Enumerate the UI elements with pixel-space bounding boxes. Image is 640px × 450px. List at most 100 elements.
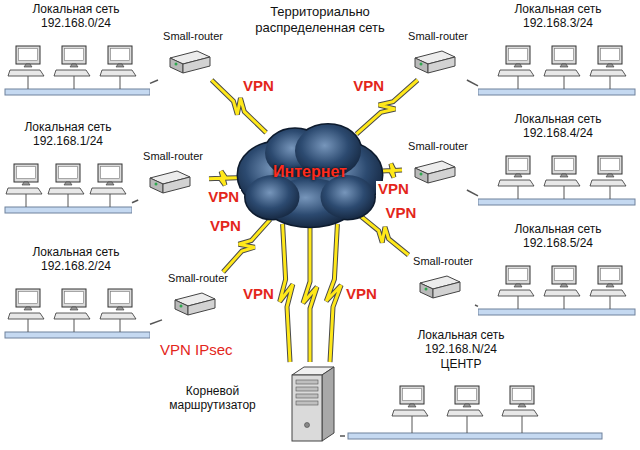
small-router: Small-router bbox=[402, 30, 474, 80]
vpn-link-outline bbox=[383, 164, 402, 178]
monitor-stand bbox=[518, 404, 526, 407]
server-icon bbox=[282, 365, 338, 445]
network-cable bbox=[564, 186, 565, 199]
screen bbox=[555, 49, 574, 61]
screen bbox=[555, 159, 574, 171]
monitor bbox=[62, 289, 86, 307]
keyboard bbox=[544, 290, 580, 296]
monitor-stand bbox=[514, 64, 522, 67]
keyboard bbox=[447, 410, 483, 416]
monitor-stand bbox=[560, 284, 568, 287]
keyboard bbox=[498, 290, 534, 296]
keyboard bbox=[6, 188, 42, 194]
server-side bbox=[322, 367, 334, 441]
router-led bbox=[425, 288, 428, 291]
router-front bbox=[420, 283, 433, 298]
vpn-link-outline bbox=[326, 224, 341, 362]
local-network: Локальная сеть 192.168.2/24 bbox=[2, 245, 150, 345]
vpn-link bbox=[303, 228, 317, 362]
lan-link bbox=[475, 305, 478, 306]
router-led bbox=[155, 183, 158, 186]
monitor-stand bbox=[606, 284, 614, 287]
screen bbox=[65, 49, 84, 61]
network-cable bbox=[610, 186, 611, 199]
monitor bbox=[598, 46, 622, 64]
router-side bbox=[183, 57, 210, 73]
keyboard bbox=[392, 410, 428, 416]
network-cable bbox=[518, 296, 519, 309]
network-cable bbox=[74, 319, 75, 332]
drive-bay bbox=[296, 380, 318, 384]
vpn-link bbox=[383, 164, 402, 178]
monitor-stand bbox=[116, 64, 124, 67]
local-network: Локальная сеть 192.168.1/24 bbox=[2, 120, 132, 220]
keyboard bbox=[590, 290, 626, 296]
network-bus bbox=[5, 89, 150, 95]
network-cable bbox=[522, 416, 523, 433]
local-network: Локальная сеть 192.168.N/24 ЦЕНТР bbox=[345, 328, 605, 448]
monitor bbox=[108, 289, 132, 307]
screen bbox=[19, 292, 38, 304]
lan-link bbox=[132, 200, 138, 203]
network-cable bbox=[28, 76, 29, 89]
screen bbox=[111, 292, 130, 304]
monitor-stand bbox=[606, 64, 614, 67]
screen bbox=[65, 292, 84, 304]
screen bbox=[509, 159, 528, 171]
monitor-stand bbox=[70, 307, 78, 310]
router-side bbox=[428, 57, 455, 73]
network-cable bbox=[26, 194, 27, 207]
vpn-link bbox=[209, 171, 237, 185]
screen bbox=[458, 389, 477, 401]
network-cable bbox=[564, 76, 565, 89]
router-front bbox=[415, 168, 428, 183]
keyboard bbox=[54, 70, 90, 76]
network-label: Локальная сеть 192.168.4/24 bbox=[502, 112, 614, 141]
network-bus bbox=[348, 433, 602, 439]
router-side bbox=[428, 167, 455, 183]
small-router: Small-router bbox=[407, 255, 479, 305]
network-cable bbox=[564, 296, 565, 309]
keyboard bbox=[498, 180, 534, 186]
network-cable bbox=[610, 296, 611, 309]
network-cable bbox=[518, 76, 519, 89]
monitor bbox=[552, 266, 576, 284]
keyboard bbox=[590, 180, 626, 186]
network-cable bbox=[518, 186, 519, 199]
monitor-stand bbox=[24, 64, 32, 67]
router-side bbox=[163, 177, 190, 193]
server-front bbox=[292, 375, 322, 441]
monitor bbox=[506, 156, 530, 174]
network-label: Локальная сеть 192.168.5/24 bbox=[502, 222, 614, 251]
network-bus bbox=[478, 89, 635, 95]
router-led bbox=[175, 63, 178, 66]
monitor-stand bbox=[116, 307, 124, 310]
vpn-label: VPN bbox=[383, 205, 418, 222]
lan-link bbox=[467, 80, 478, 86]
small-router: Small-router bbox=[137, 150, 209, 200]
vpn-link bbox=[383, 164, 402, 178]
monitor bbox=[552, 46, 576, 64]
screen bbox=[111, 49, 130, 61]
monitor bbox=[598, 266, 622, 284]
monitor bbox=[400, 386, 424, 404]
keyboard bbox=[590, 70, 626, 76]
cloud-outline bbox=[321, 175, 375, 219]
monitor bbox=[455, 386, 479, 404]
vpn-link bbox=[209, 171, 237, 185]
monitor-stand bbox=[70, 64, 78, 67]
lan-link bbox=[467, 190, 478, 196]
screen bbox=[509, 269, 528, 281]
vpn-label: VPN bbox=[351, 78, 386, 95]
router-led bbox=[420, 173, 423, 176]
local-network: Локальная сеть 192.168.0/24 bbox=[2, 2, 150, 102]
lan-link bbox=[150, 80, 158, 83]
monitor bbox=[506, 266, 530, 284]
network-label: Локальная сеть 192.168.N/24 ЦЕНТР bbox=[405, 328, 517, 371]
cloud-fill bbox=[246, 175, 300, 219]
monitor bbox=[598, 156, 622, 174]
power-button bbox=[305, 423, 310, 428]
vpn-link bbox=[280, 224, 293, 362]
router-front bbox=[415, 58, 428, 73]
